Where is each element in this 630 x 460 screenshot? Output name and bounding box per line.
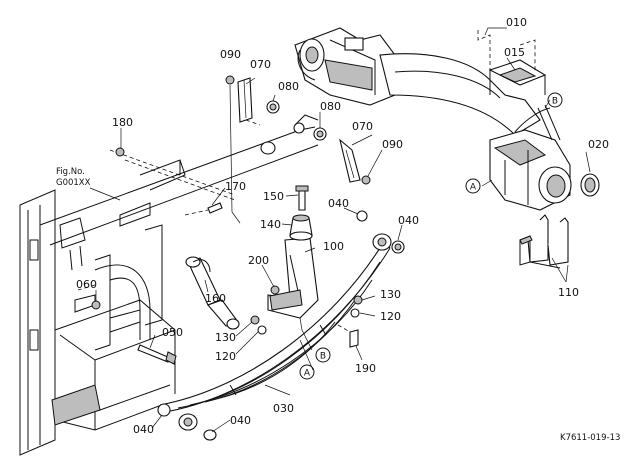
- callout-a-circle-2: [299, 364, 315, 380]
- nuts-090: [225, 75, 371, 185]
- bolt-190: [337, 324, 359, 348]
- shackle-070-right: [339, 138, 361, 183]
- label-020: 020: [588, 138, 609, 151]
- fig-ref-line2: G001XX: [56, 178, 91, 188]
- label-110: 110: [558, 286, 579, 299]
- leader-lines: [95, 27, 591, 433]
- callout-b-2: B: [320, 352, 326, 362]
- callout-a-circle-1: [465, 178, 481, 194]
- label-170: 170: [225, 180, 246, 193]
- callout-b-circle-1: [547, 92, 563, 108]
- callout-a-1: A: [470, 183, 477, 193]
- label-140: 140: [260, 218, 281, 231]
- bushings-040: [157, 210, 405, 441]
- bolt-050: [137, 344, 177, 365]
- washers-120-130-left: [250, 315, 267, 335]
- label-060: 060: [76, 278, 97, 291]
- fig-ref-line1: Fig.No.: [56, 167, 85, 177]
- label-040-c: 040: [133, 423, 154, 436]
- label-120-b: 120: [215, 350, 236, 363]
- nut-060: [91, 300, 101, 310]
- nut-200: [270, 285, 280, 295]
- label-070-b: 070: [352, 120, 373, 133]
- callout-b-circle-2: [315, 347, 331, 363]
- label-050: 050: [162, 326, 183, 339]
- callout-b-1: B: [552, 97, 558, 107]
- bracket-100: [267, 237, 319, 319]
- label-040-d: 040: [230, 414, 251, 427]
- label-090-a: 090: [220, 48, 241, 61]
- chassis-frame: [19, 114, 319, 456]
- label-200: 200: [248, 254, 269, 267]
- bump-stop-140: [289, 214, 313, 241]
- leaf-spring-030: [159, 233, 392, 431]
- label-040-a: 040: [328, 197, 349, 210]
- figure-reference: Fig.No. G001XX: [56, 167, 121, 201]
- label-080-a: 080: [278, 80, 299, 93]
- cap-020: [580, 173, 600, 197]
- nut-180: [115, 147, 125, 157]
- label-040-b: 040: [398, 214, 419, 227]
- axle-housing-010: [294, 27, 572, 211]
- drawing-code: K7611-019-13: [560, 433, 620, 443]
- shock-absorber-160: [185, 256, 240, 330]
- label-160: 160: [205, 292, 226, 305]
- u-bolts-110: [519, 214, 569, 269]
- bolt-170: [184, 202, 223, 216]
- label-180: 180: [112, 116, 133, 129]
- label-130-b: 130: [215, 331, 236, 344]
- shackle-070-left: [237, 77, 261, 126]
- label-190: 190: [355, 362, 376, 375]
- label-130-a: 130: [380, 288, 401, 301]
- label-080-b: 080: [320, 100, 341, 113]
- callouts: A A B B: [299, 92, 563, 380]
- bushings-080: [266, 100, 327, 141]
- label-015: 015: [504, 46, 525, 59]
- label-070-a: 070: [250, 58, 271, 71]
- label-150: 150: [263, 190, 284, 203]
- label-030: 030: [273, 402, 294, 415]
- bolt-150: [295, 185, 309, 211]
- label-090-b: 090: [382, 138, 403, 151]
- label-010: 010: [506, 16, 527, 29]
- label-120-a: 120: [380, 310, 401, 323]
- callout-a-2: A: [304, 369, 311, 379]
- part-labels: 010 015 020 030 040 040 040 040 050 060 …: [76, 16, 609, 436]
- label-100: 100: [323, 240, 344, 253]
